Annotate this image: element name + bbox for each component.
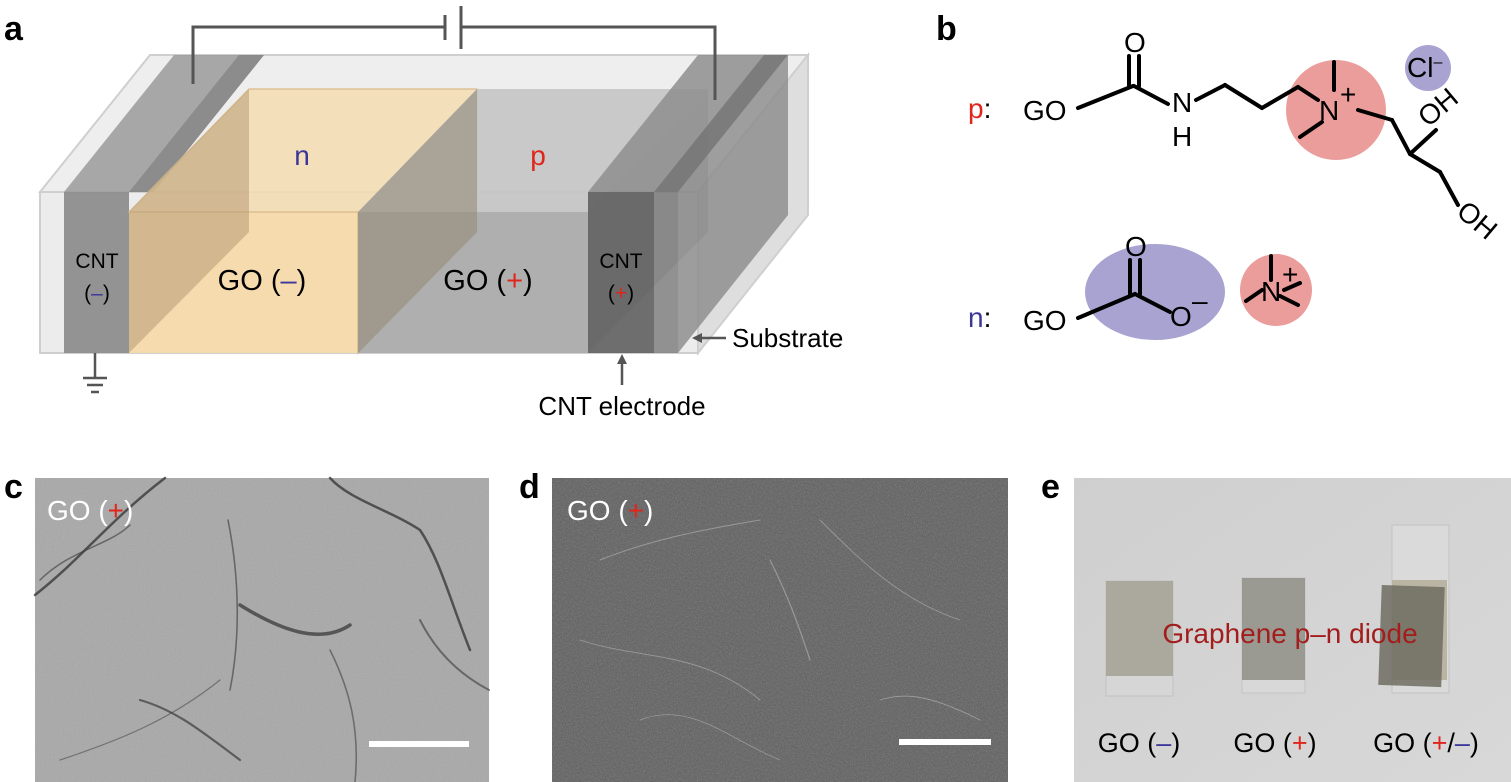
- go-positive-block: [358, 89, 708, 353]
- cnt-electrode-right: [588, 55, 788, 353]
- sem-image: [552, 478, 1008, 782]
- diode-photo: [1074, 478, 1511, 782]
- cnt-electrode-arrow: [617, 354, 627, 385]
- panel-d: d GO (+): [519, 468, 1008, 782]
- p-go-atom: GO: [1023, 95, 1067, 126]
- panel-d-label: d: [519, 468, 540, 506]
- p-region-label: p: [530, 140, 546, 171]
- panel-c-label: c: [4, 468, 23, 506]
- n-carboxylate-charge: –: [1192, 285, 1208, 316]
- cnt-electrode-left: [64, 55, 264, 353]
- substrate-arrow: [692, 333, 726, 343]
- cnt-right-label: CNT: [599, 250, 642, 273]
- substrate-label: Substrate: [732, 323, 843, 353]
- panel-a-label: a: [4, 10, 24, 48]
- n-region-label: n: [294, 140, 310, 171]
- p-hydroxyl-2: OH: [1451, 195, 1503, 246]
- battery-circuit: [191, 6, 717, 100]
- panel-c: c GO (+): [4, 468, 490, 782]
- sample2-label: GO (+): [1233, 728, 1316, 758]
- p-ammonium-charge: +: [1340, 79, 1356, 110]
- n-row-label: n:: [968, 302, 991, 333]
- n-type-structure: GO O O – N +: [1023, 231, 1302, 336]
- panel-d-overlay: GO (+): [567, 495, 653, 526]
- p-amide-h: H: [1172, 121, 1192, 152]
- sample1-label: GO (–): [1098, 728, 1181, 758]
- n-carbonyl-o: O: [1125, 231, 1147, 262]
- cnt-left-label: CNT: [75, 250, 118, 273]
- tem-image: [33, 476, 490, 782]
- cnt-right-sign-label: (+): [608, 282, 634, 305]
- p-row-label: p:: [968, 93, 991, 124]
- panel-e: e Graphene p–n diode GO (–) GO (+) GO (+…: [1041, 468, 1511, 782]
- panel-c-overlay: GO (+): [47, 495, 133, 526]
- n-go-atom: GO: [1023, 305, 1067, 336]
- p-amide-n: N: [1172, 87, 1192, 118]
- tem-scale-bar: [369, 741, 469, 747]
- panel-b: b p: n: GO O N H N +: [936, 10, 1503, 340]
- tetramethylammonium-charge: +: [1282, 259, 1298, 290]
- diode-center-label: Graphene p–n diode: [1162, 618, 1417, 649]
- tetramethylammonium-highlight: [1240, 254, 1312, 326]
- panel-a: a: [4, 6, 843, 421]
- go-positive-label: GO (+): [443, 265, 532, 297]
- quaternary-ammonium-highlight: [1286, 60, 1386, 160]
- cnt-left-sign-label: (–): [84, 282, 110, 305]
- sem-scale-bar: [899, 739, 991, 745]
- ground-symbol: [83, 353, 107, 394]
- carboxylate-highlight: [1085, 244, 1225, 340]
- tetramethylammonium-n: N: [1261, 276, 1281, 307]
- go-negative-block: [127, 88, 478, 355]
- chloride-ion: Cl–: [1407, 52, 1442, 83]
- n-carboxylate-o: O: [1170, 301, 1192, 332]
- p-ammonium-n: N: [1319, 95, 1339, 126]
- go-negative-label: GO (–): [218, 265, 307, 297]
- sample3-label: GO (+/–): [1373, 728, 1479, 758]
- panel-b-label: b: [936, 10, 957, 48]
- cnt-electrode-label: CNT electrode: [538, 391, 705, 421]
- p-type-structure: GO O N H N + OH OH Cl–: [1023, 27, 1503, 246]
- panel-e-label: e: [1041, 468, 1060, 506]
- p-carbonyl-o: O: [1124, 27, 1146, 58]
- chloride-ion-highlight: [1405, 45, 1451, 91]
